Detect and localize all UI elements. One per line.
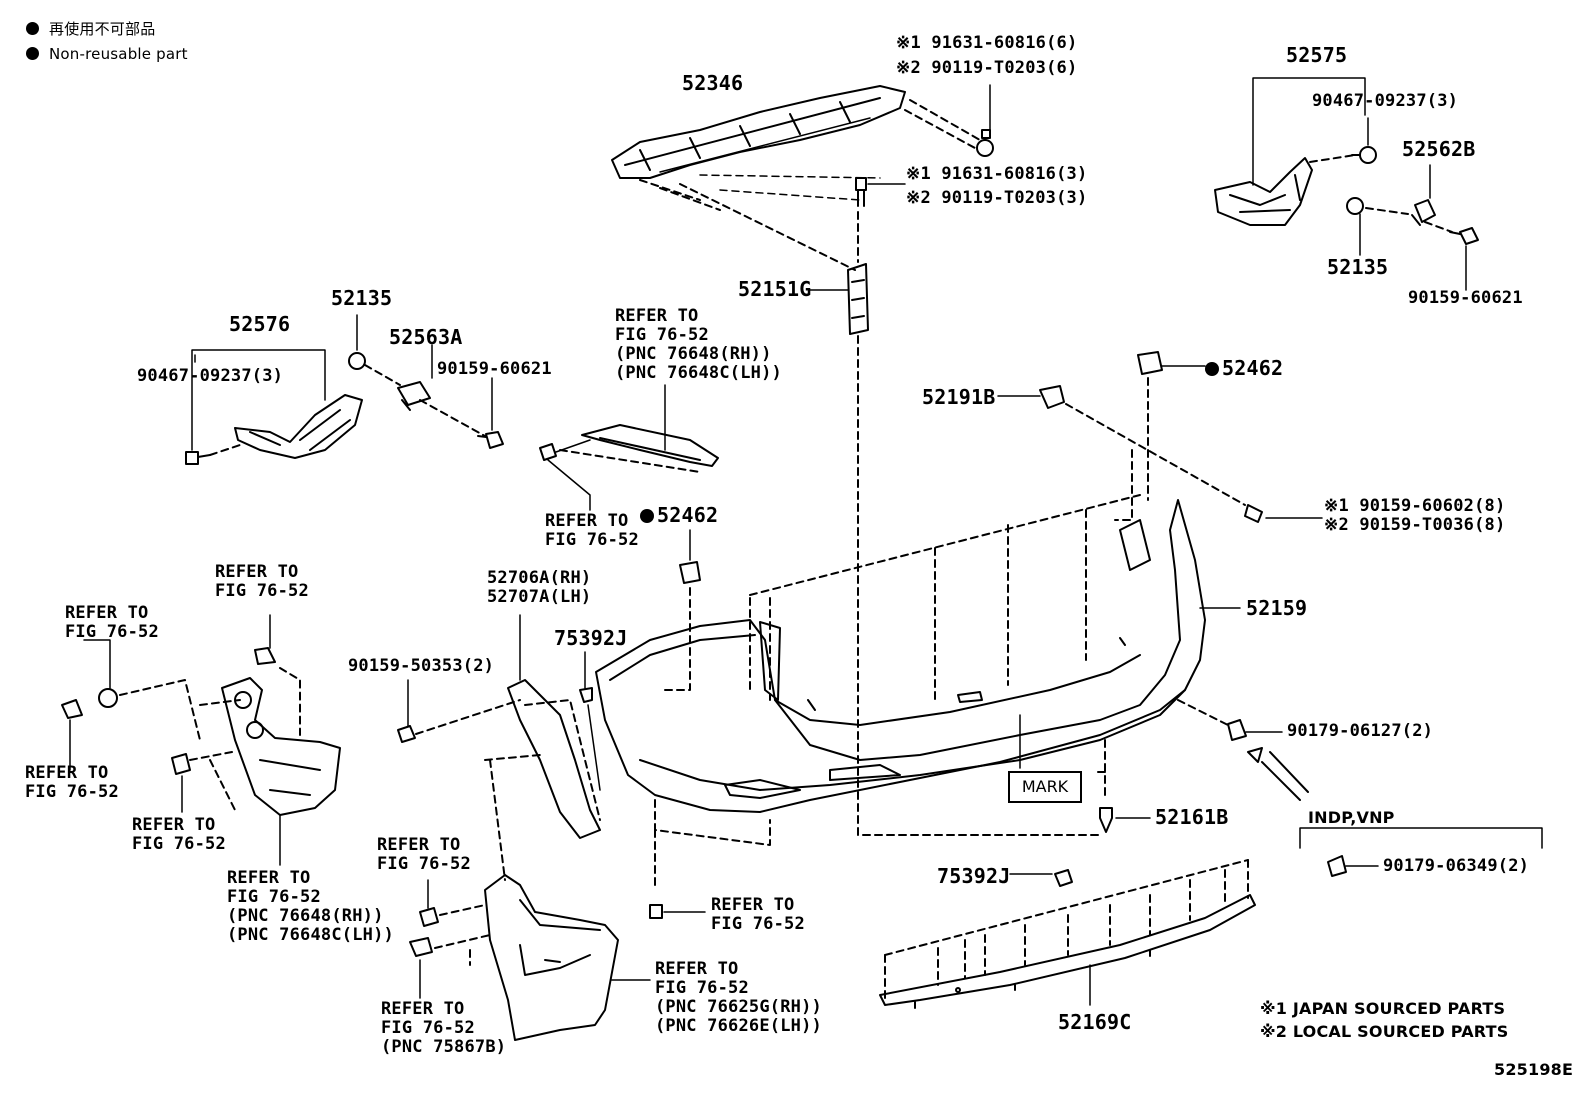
legend-jp: 再使用不可部品 <box>26 20 155 39</box>
part-label-52191b: 52191B <box>922 385 996 409</box>
fastener-label: ※1 91631-60816(3) <box>906 164 1088 184</box>
part-label-52706a: 52706A(RH) 52707A(LH) <box>487 568 592 607</box>
rear-bumper-cover-52159 <box>595 499 1206 813</box>
note-japan-sourced: ※1 JAPAN SOURCED PARTS <box>1260 999 1506 1018</box>
clip-52161b-icon <box>1099 807 1113 833</box>
fastener-label: ※2 90119-T0203(6) <box>896 58 1078 78</box>
non-reusable-dot-icon <box>640 509 654 523</box>
part-label-52135-l: 52135 <box>331 286 393 310</box>
part-label-90159-60621-r: 90159-60621 <box>1408 288 1523 308</box>
fastener-label: ※1 90159-60602(8) <box>1324 496 1506 516</box>
bracket-52151g <box>847 263 869 335</box>
refer-label: REFER TO FIG 76-52 <box>377 835 471 874</box>
arrow-icon <box>1247 747 1309 801</box>
molding-52169c <box>879 894 1256 1009</box>
part-label-90159-60621-l: 90159-60621 <box>437 359 552 379</box>
side-retainer-52575 <box>1214 157 1313 226</box>
part-label-90467-r: 90467-09237(3) <box>1312 91 1459 111</box>
part-label-90179-06349: 90179-06349(2) <box>1383 856 1530 876</box>
part-label-52135-r: 52135 <box>1327 255 1389 279</box>
refer-label: REFER TO FIG 76-52 <box>65 603 159 642</box>
part-label-75392j-a: 75392J <box>554 626 628 650</box>
fastener-label: ※1 91631-60816(6) <box>896 33 1078 53</box>
screw-icon <box>397 725 416 743</box>
part-label-52575: 52575 <box>1286 43 1348 67</box>
part-label-52462-top: 52462 <box>1205 357 1283 379</box>
part-label-52563a: 52563A <box>389 325 463 349</box>
mark-box: MARK <box>1008 771 1082 803</box>
figure-id: 525198E <box>1494 1060 1574 1079</box>
mudflap-76625g <box>484 874 619 1041</box>
part-label-90467-l: 90467-09237(3) <box>137 366 284 386</box>
part-label-90159-50353: 90159-50353(2) <box>348 656 495 676</box>
part-label-52346: 52346 <box>682 71 744 95</box>
part-label-52576: 52576 <box>229 312 291 336</box>
clip-icon <box>539 443 557 461</box>
retainer-76648 <box>581 424 719 467</box>
region-label-indp: INDP,VNP <box>1308 808 1395 827</box>
screw-icon <box>1244 504 1263 523</box>
rear-bumper-reinforcement-52346 <box>611 85 906 179</box>
part-label-90179-06127: 90179-06127(2) <box>1287 721 1434 741</box>
part-label-75392j-b: 75392J <box>937 864 1011 888</box>
part-label-52161b: 52161B <box>1155 805 1229 829</box>
fastener-label: ※2 90119-T0203(3) <box>906 188 1088 208</box>
refer-label: REFER TO FIG 76-52 (PNC 76648(RH)) (PNC … <box>227 868 394 945</box>
part-label-52151g: 52151G <box>738 277 812 301</box>
refer-label: REFER TO FIG 76-52 <box>132 815 226 854</box>
legend-en: Non-reusable part <box>26 45 188 64</box>
non-reusable-dot-icon <box>26 22 39 35</box>
screw-icon <box>409 904 663 957</box>
nut-icon <box>1327 855 1347 877</box>
clip-icon <box>579 687 593 703</box>
refer-label: REFER TO FIG 76-52 <box>215 562 309 601</box>
side-retainer-52576 <box>234 394 363 459</box>
clip-icon <box>1054 869 1073 887</box>
refer-label: REFER TO FIG 76-52 <box>25 763 119 802</box>
part-label-52462-mid: 52462 <box>640 504 718 526</box>
retainer-52462 <box>679 351 1163 584</box>
part-label-52159: 52159 <box>1246 596 1308 620</box>
fastener-label: ※2 90159-T0036(8) <box>1324 515 1506 535</box>
bumper-extension-52706a <box>507 679 601 839</box>
nut-icon <box>1227 719 1247 741</box>
part-label-52562b: 52562B <box>1402 137 1476 161</box>
note-local-sourced: ※2 LOCAL SOURCED PARTS <box>1260 1022 1509 1041</box>
refer-label: REFER TO FIG 76-52 (PNC 76625G(RH)) (PNC… <box>655 959 822 1036</box>
refer-label: REFER TO FIG 76-52 (PNC 75867B) <box>381 999 507 1057</box>
protector-76648 <box>221 677 341 816</box>
refer-label: REFER TO FIG 76-52 <box>545 511 639 550</box>
clip-icon <box>61 647 276 775</box>
refer-label: REFER TO FIG 76-52 (PNC 76648(RH)) (PNC … <box>615 306 782 383</box>
non-reusable-dot-icon <box>1205 362 1219 376</box>
clip-icon <box>1346 146 1479 245</box>
part-label-52169c: 52169C <box>1058 1010 1132 1034</box>
refer-label: REFER TO FIG 76-52 <box>711 895 805 934</box>
non-reusable-dot-icon <box>26 47 39 60</box>
bracket-52191b <box>1039 385 1065 409</box>
